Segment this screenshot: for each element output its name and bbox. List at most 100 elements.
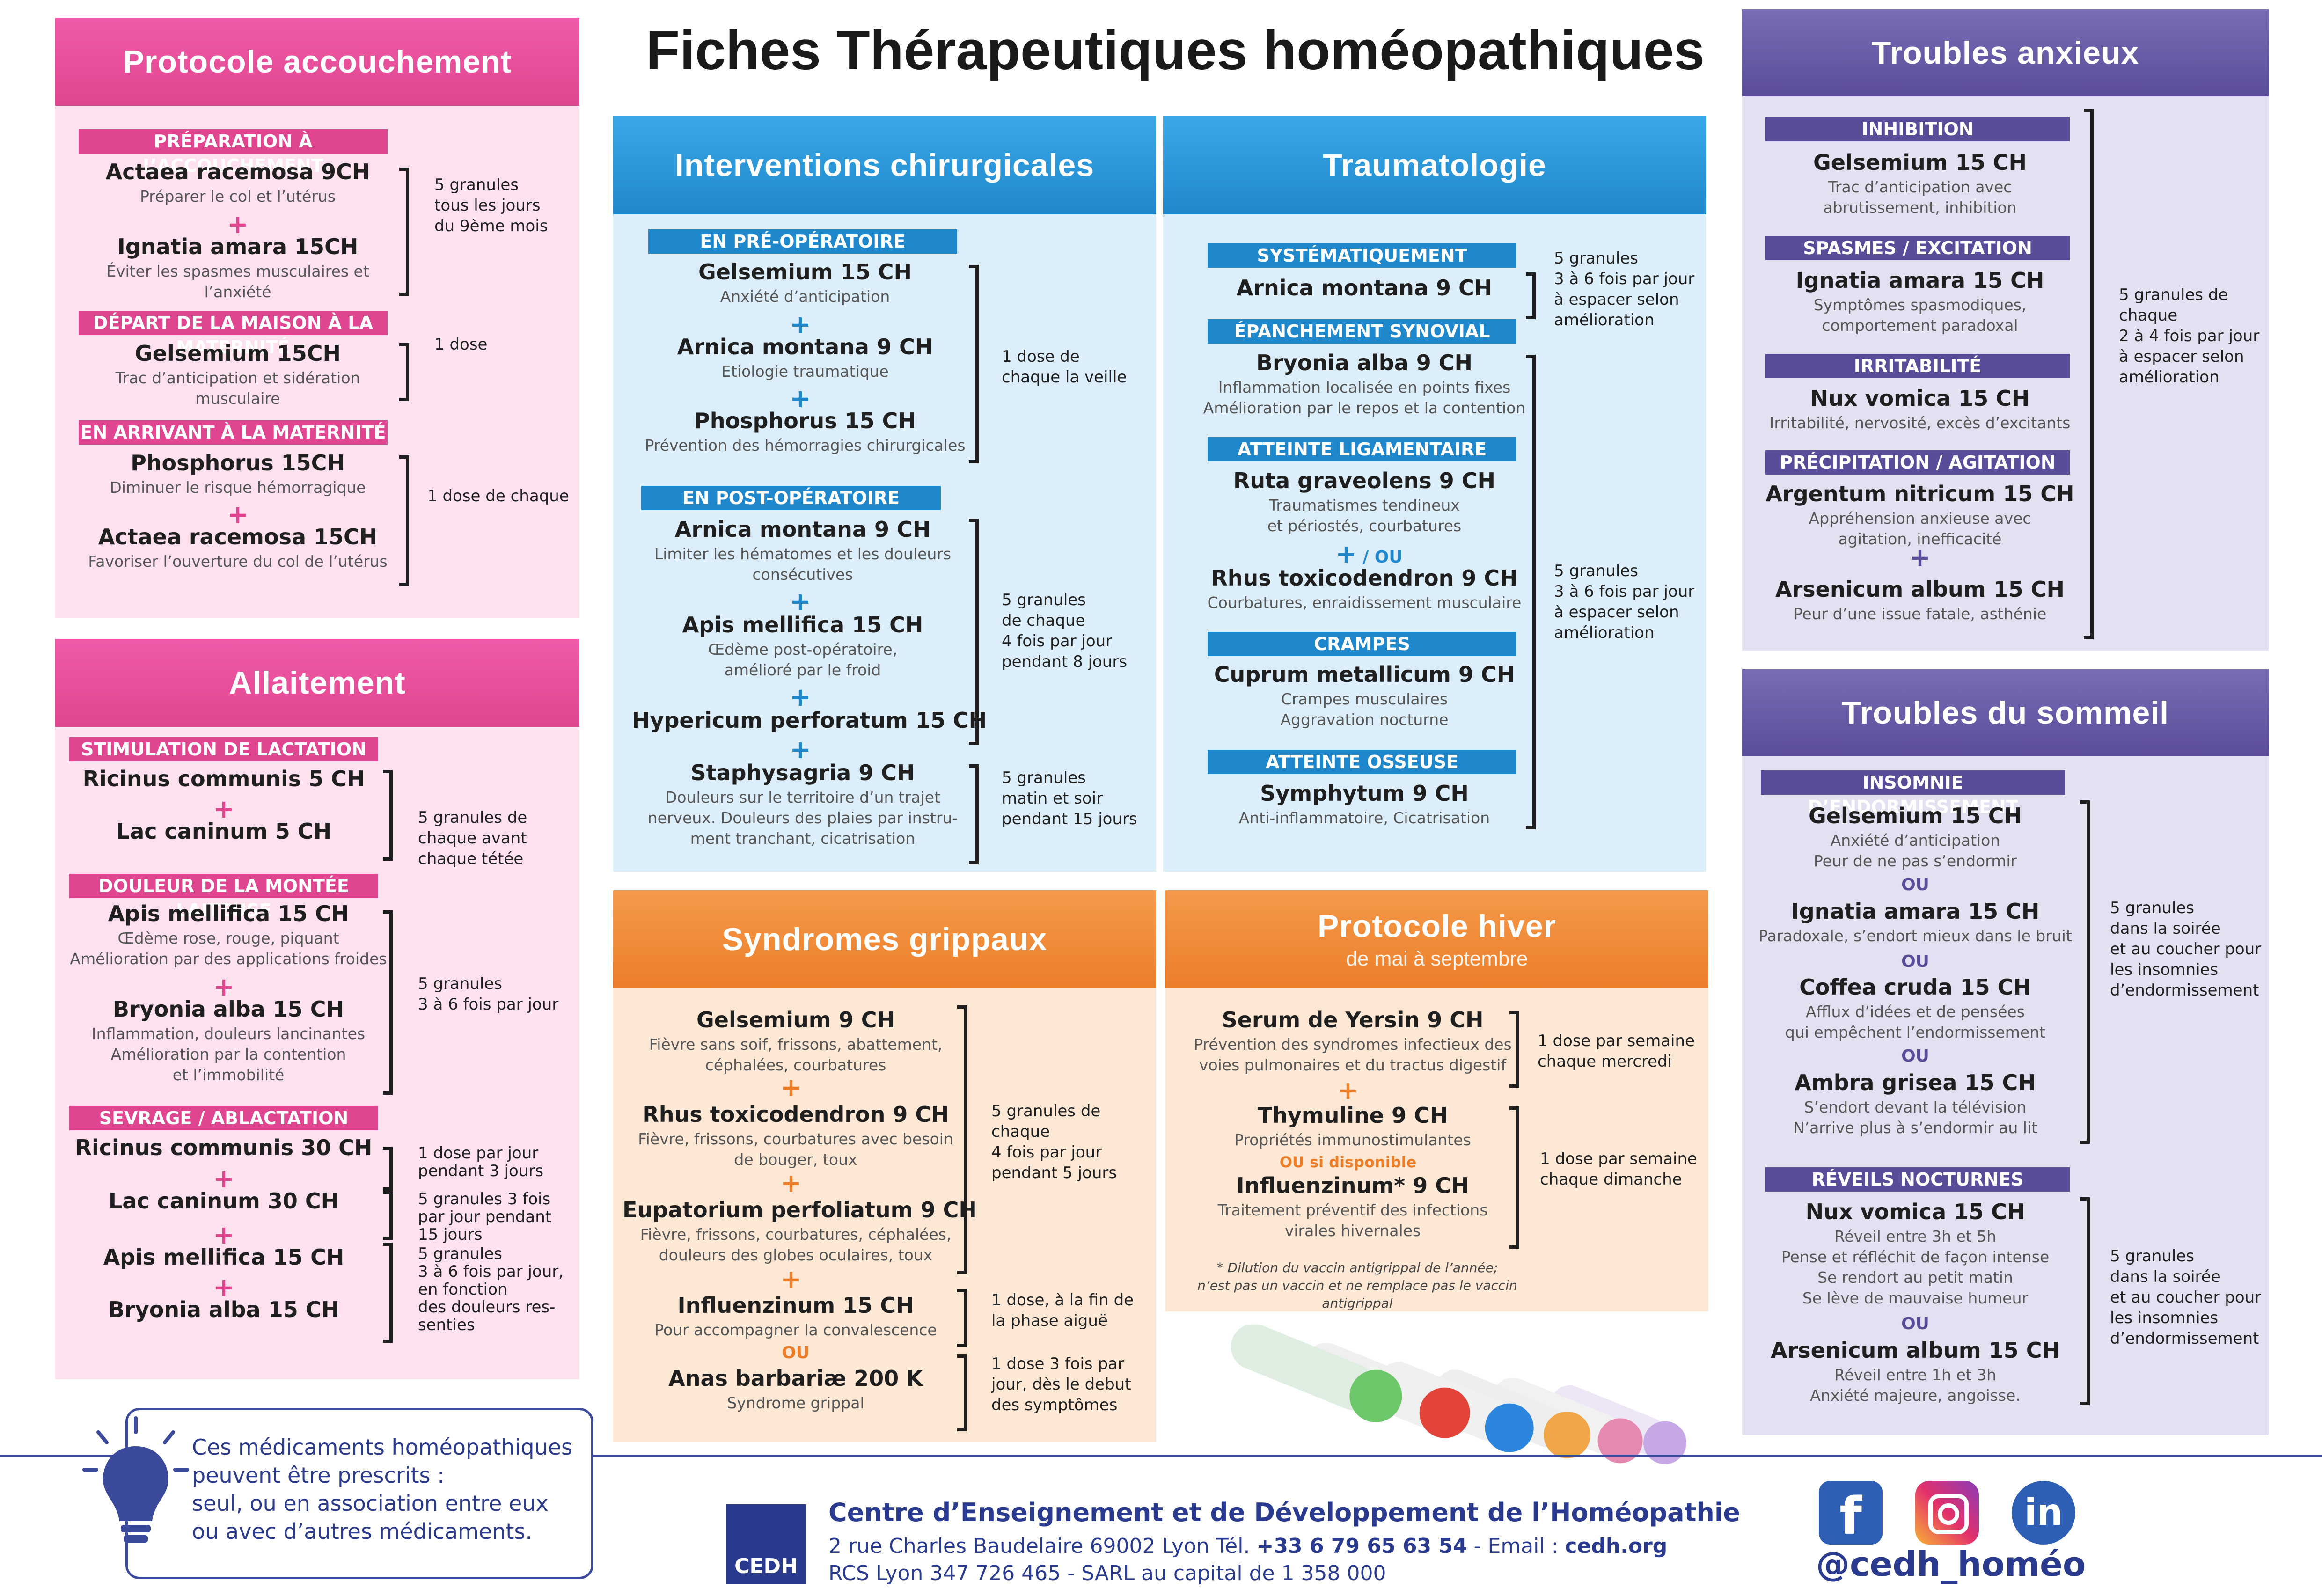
bracket: [2084, 109, 2094, 639]
dosage-text: 5 granules de chaque avant chaque tétée: [418, 808, 527, 868]
plus-icon: +: [1337, 1076, 1359, 1105]
instagram-icon[interactable]: [1915, 1481, 1979, 1545]
dosage-text: 5 granules dans la soirée et au coucher …: [2110, 1247, 2262, 1348]
plus-icon: +: [780, 1168, 802, 1198]
plus-icon: +: [213, 1164, 234, 1193]
email-link[interactable]: cedh.org: [1565, 1534, 1668, 1558]
bracket: [969, 519, 979, 745]
remedy: Hypericum perforatum 15 CH: [632, 708, 987, 733]
panel-title: Protocole accouchement: [123, 44, 512, 80]
section-tag: STIMULATION DE LACTATION: [69, 737, 378, 761]
org-name: Centre d’Enseignement et de Développemen…: [828, 1498, 1740, 1527]
section-tag: INHIBITION: [1765, 117, 2070, 141]
linkedin-icon[interactable]: in: [2012, 1481, 2075, 1545]
section-tag: ÉPANCHEMENT SYNOVIAL: [1208, 319, 1516, 344]
address-line: 2 rue Charles Baudelaire 69002 Lyon Tél.…: [828, 1534, 1668, 1558]
bracket: [969, 265, 979, 463]
bracket: [2080, 800, 2090, 1144]
dosage-text: 1 dose, à la fin de la phase aiguë: [991, 1291, 1134, 1330]
plus-icon: +: [790, 587, 811, 616]
section-tag: SPASMES / EXCITATION: [1765, 236, 2070, 260]
cedh-logo: CEDH: [726, 1504, 806, 1584]
section-tag: EN POST-OPÉRATOIRE: [641, 486, 941, 510]
remedy: Ricinus communis 5 CH: [82, 766, 365, 791]
remedy: Apis mellifica 15 CH: [103, 1245, 344, 1270]
section-tag: EN ARRIVANT À LA MATERNITÉ: [79, 420, 388, 445]
phone-link[interactable]: +33 6 79 65 63 54: [1256, 1534, 1467, 1558]
dosage-text: 5 granules 3 à 6 fois par jour à espacer…: [1554, 562, 1695, 642]
panel-title: Troubles anxieux: [1871, 35, 2139, 71]
section-tag: INSOMNIE D’ENDORMISSEMENT: [1761, 770, 2065, 817]
panel-title: Protocole hiver: [1317, 908, 1557, 944]
or-label: + / OU: [1335, 539, 1403, 569]
section-tag: SEVRAGE / ABLACTATION: [69, 1106, 378, 1130]
or-label: OU: [1901, 1047, 1929, 1066]
or-label: OU: [1901, 1314, 1929, 1333]
plus-icon: +: [790, 384, 811, 413]
bracket: [969, 764, 979, 864]
dosage-text: 1 dose: [434, 335, 488, 354]
plus-icon: +: [227, 500, 249, 529]
panel-sommeil: Troubles du sommeil INSOMNIE D’ENDORMISS…: [1742, 669, 2269, 1435]
section-tag: PRÉCIPITATION / AGITATION: [1765, 450, 2070, 475]
bracket: [2080, 1197, 2090, 1405]
dosage-text: 5 granules 3 fois par jour pendant 15 jo…: [418, 1190, 552, 1244]
panel-title: Syndromes grippaux: [722, 922, 1047, 957]
bracket: [383, 1243, 393, 1343]
bracket: [383, 910, 393, 1095]
page-title: Fiches Thérapeutiques homéopathiques: [646, 20, 1705, 81]
section-tag: DOULEUR DE LA MONTÉE LAITEUSE: [69, 874, 378, 921]
panel-accouchement: Protocole accouchement PRÉPARATION À L’A…: [55, 18, 579, 618]
dosage-text: 5 granules 3 à 6 fois par jour à espacer…: [1554, 249, 1695, 329]
facebook-icon[interactable]: f: [1819, 1481, 1883, 1546]
dosage-text: 1 dose de chaque: [427, 487, 569, 505]
plus-icon: +: [790, 735, 811, 764]
panel-title: Troubles du sommeil: [1841, 695, 2169, 731]
plus-icon: +: [1909, 543, 1931, 572]
dosage-text: 5 granules de chaque 2 à 4 fois par jour…: [2119, 286, 2260, 387]
lightbulb-icon: [82, 1416, 189, 1543]
footnote: * Dilution du vaccin antigrippal de l’an…: [1197, 1260, 1517, 1311]
plus-icon: +: [790, 310, 811, 339]
bracket: [1509, 1106, 1519, 1249]
dosage-text: 5 granules 3 à 6 fois par jour, en fonct…: [418, 1245, 564, 1334]
bracket: [383, 770, 393, 861]
remedy: Ricinus communis 30 CH: [75, 1135, 373, 1160]
social-handle[interactable]: @cedh_homéo: [1816, 1545, 2086, 1584]
plus-icon: +: [780, 1265, 802, 1294]
section-tag: PRÉPARATION À L’ACCOUCHEMENT: [79, 129, 388, 176]
remedy: Lac caninum 5 CH: [116, 819, 332, 844]
plus-icon: +: [780, 1073, 802, 1102]
panel-traumatologie: Traumatologie SYSTÉMATIQUEMENT Arnica mo…: [1163, 116, 1706, 872]
panel-title: Allaitement: [229, 665, 406, 701]
plus-icon: +: [213, 972, 234, 1002]
panel-chirurgie: Interventions chirurgicales EN PRÉ-OPÉRA…: [613, 116, 1156, 872]
dosage-text: 5 granules 3 à 6 fois par jour: [418, 974, 559, 1014]
bracket: [1526, 272, 1536, 319]
panel-hiver: Protocole hiver de mai à septembre Serum…: [1165, 890, 1708, 1311]
